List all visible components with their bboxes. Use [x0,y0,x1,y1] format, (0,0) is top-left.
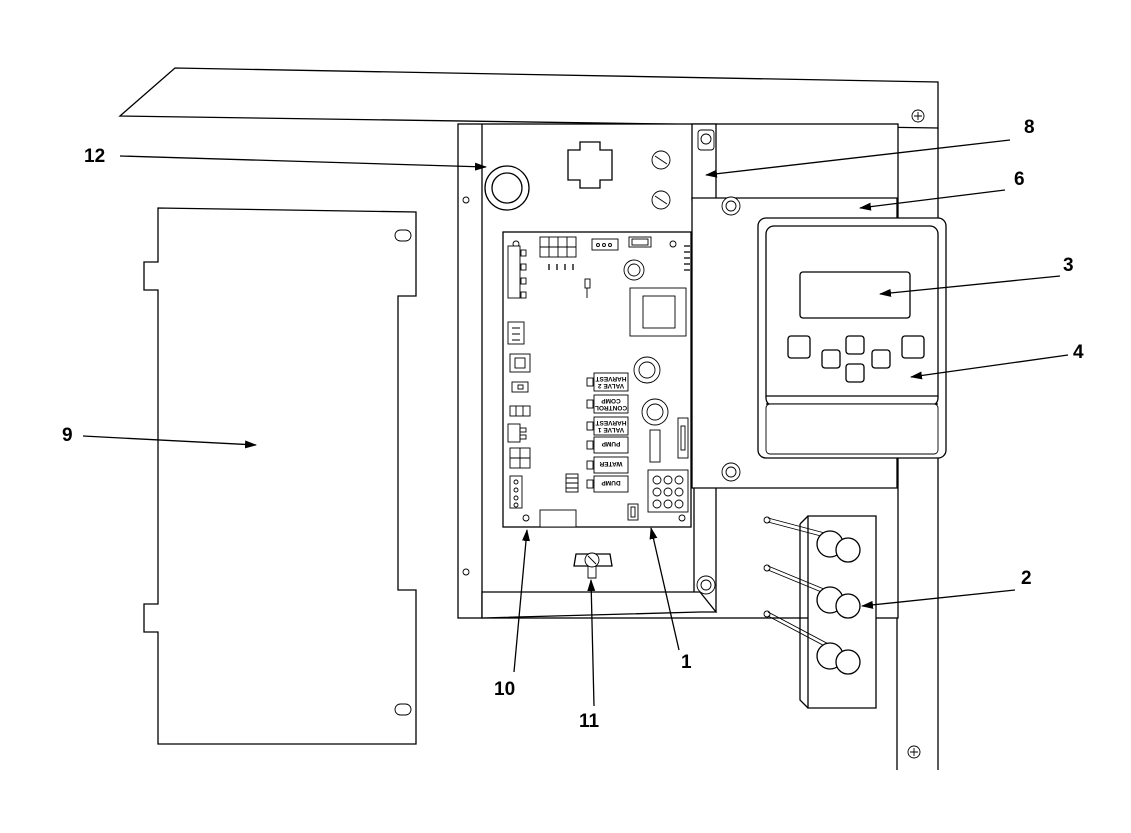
leader-6 [859,189,1006,211]
toggle-switch-3[interactable] [816,642,861,675]
leader-3 [879,275,1061,297]
keypad-button-right[interactable] [901,335,925,359]
callout-10: 10 [494,679,515,700]
label-harvest-valve-2-a: HARVEST [596,375,627,382]
label-comp-control-b: CONTROL [595,404,627,411]
cover-panel [143,207,417,745]
relay-comp-control: COMP CONTROL [586,394,629,414]
toggle-switch-2[interactable] [816,586,861,619]
relay-dump: DUMP [586,475,629,493]
leader-lines [82,139,1069,707]
callout-9: 9 [62,425,73,446]
knockouts [567,141,671,210]
cabinet-top-panel [118,67,939,129]
leader-10 [513,529,530,673]
left-terminals [507,245,579,509]
label-dump: DUMP [601,479,621,486]
callout-6: 6 [1014,169,1025,190]
callout-12: 12 [84,146,105,167]
keypad-button-left[interactable] [787,335,811,359]
callout-11: 11 [579,711,600,732]
label-harvest-valve-2-b: VALVE 2 [598,382,625,389]
leader-11 [587,579,596,707]
callout-1: 1 [681,652,692,673]
leader-8 [705,139,1011,178]
callout-2: 2 [1021,568,1032,589]
display-keypad [757,217,947,459]
label-comp-control-a: COMP [601,397,621,404]
wire-clamp [573,552,613,579]
callout-4: 4 [1073,342,1084,363]
relay-harvest-valve-2: HARVEST VALVE 2 [586,372,629,392]
leader-4 [910,354,1069,380]
toggle-switch-1[interactable] [816,530,861,563]
label-water: WATER [599,460,622,467]
relay-pump: PUMP [586,436,629,454]
power-connector [647,469,689,513]
leader-1 [649,527,680,651]
leader-9 [82,435,257,449]
relay-harvest-valve-1: HARVEST VALVE 1 [586,416,629,436]
lcd-display [799,271,911,319]
callout-3: 3 [1063,255,1074,276]
relay-water: WATER [586,456,629,474]
label-pump: PUMP [601,440,620,447]
grommet-bushing [484,165,530,211]
keypad-button-down[interactable] [845,363,865,383]
label-harvest-valve-1-b: VALVE 1 [598,426,625,433]
keypad-button-prev[interactable] [821,349,841,369]
callout-labels: 12 8 6 3 4 2 9 10 11 1 [62,117,1084,732]
switch-bracket [763,515,877,709]
leader-2 [861,589,1016,609]
keypad-button-up[interactable] [845,335,865,355]
label-harvest-valve-1-a: HARVEST [596,419,627,426]
callout-8: 8 [1024,117,1035,138]
keypad-button-next[interactable] [871,349,891,369]
leader-12 [119,155,487,171]
control-board: HARVEST VALVE 2 COMP CONTROL HARVEST VAL… [502,231,692,528]
